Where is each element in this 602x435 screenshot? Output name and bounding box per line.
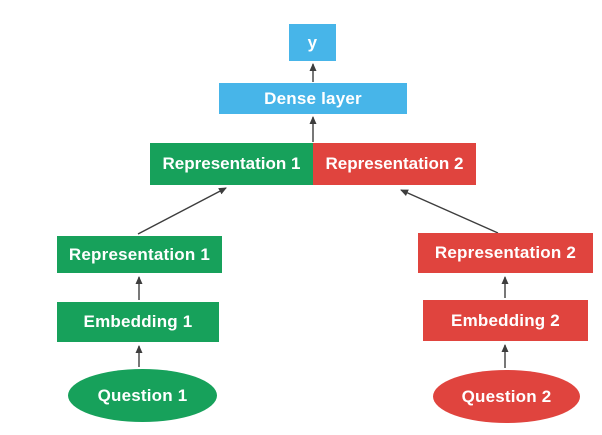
question-1-node: Question 1 <box>68 369 217 422</box>
embedding-2-node: Embedding 2 <box>423 300 588 341</box>
merged-representation-node: Representation 1 Representation 2 <box>150 143 476 185</box>
output-node: y <box>289 24 336 61</box>
arrow-rep2-to-merged <box>400 189 499 234</box>
merged-representation-1: Representation 1 <box>150 143 313 185</box>
representation-1-node: Representation 1 <box>57 236 222 273</box>
merged-representation-2: Representation 2 <box>313 143 476 185</box>
dense-layer-node: Dense layer <box>219 83 407 114</box>
question-2-node: Question 2 <box>433 370 580 423</box>
arrow-rep1-to-merged <box>137 187 227 235</box>
embedding-1-node: Embedding 1 <box>57 302 219 342</box>
representation-2-node: Representation 2 <box>418 233 593 273</box>
